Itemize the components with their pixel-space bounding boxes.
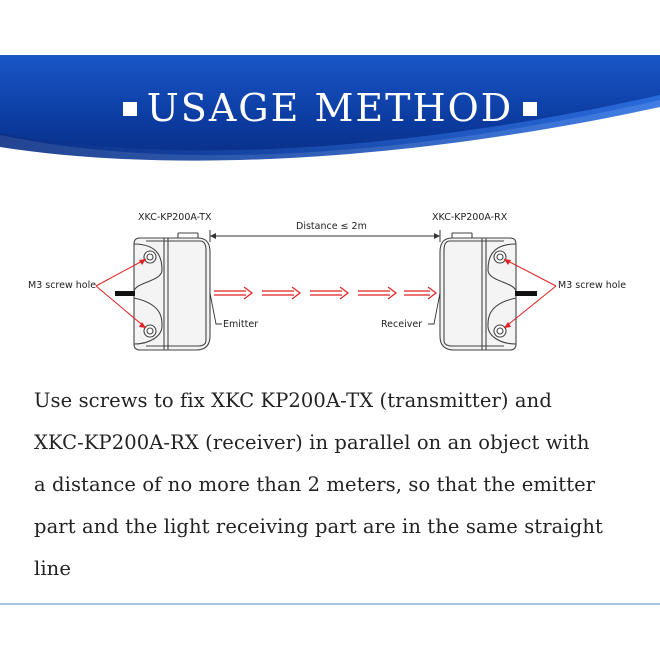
description-line: a distance of no more than 2 meters, so … (34, 473, 596, 496)
usage-banner: USAGE METHOD (0, 55, 660, 170)
receiver-cable (515, 291, 537, 296)
usage-description: Use screws to fix XKC KP200A-TX (transmi… (34, 380, 650, 590)
screw-hole-pointers (95, 258, 557, 329)
m3-screw-hole-label-left: M3 screw hole (28, 280, 97, 291)
receiver-sensor (439, 232, 517, 351)
receiver-label: Receiver (381, 319, 423, 330)
banner-title-text: USAGE METHOD (146, 86, 514, 130)
banner-title: USAGE METHOD (0, 85, 660, 131)
square-bullet-icon (523, 101, 538, 116)
sensor-diagram-graphic (95, 230, 557, 351)
light-beam-arrows (214, 286, 437, 300)
description-line: Use screws to fix XKC KP200A-TX (transmi… (34, 389, 552, 412)
transmitter-model-label: XKC-KP200A-TX (138, 212, 212, 223)
transmitter-sensor (133, 232, 211, 351)
description-line: line (34, 557, 71, 580)
description-line: part and the light receiving part are in… (34, 515, 603, 538)
square-bullet-icon (122, 101, 137, 116)
bottom-divider (0, 603, 660, 605)
receiver-model-label: XKC-KP200A-RX (432, 212, 508, 223)
installation-diagram: XKC-KP200A-TX XKC-KP200A-RX Distance ≤ 2… (0, 200, 660, 370)
transmitter-cable (115, 291, 135, 296)
description-line: XKC-KP200A-RX (receiver) in parallel on … (34, 431, 590, 454)
m3-screw-hole-label-right: M3 screw hole (558, 280, 627, 291)
distance-label: Distance ≤ 2m (296, 221, 367, 232)
banner-background (0, 55, 660, 170)
emitter-label: Emitter (223, 319, 259, 330)
